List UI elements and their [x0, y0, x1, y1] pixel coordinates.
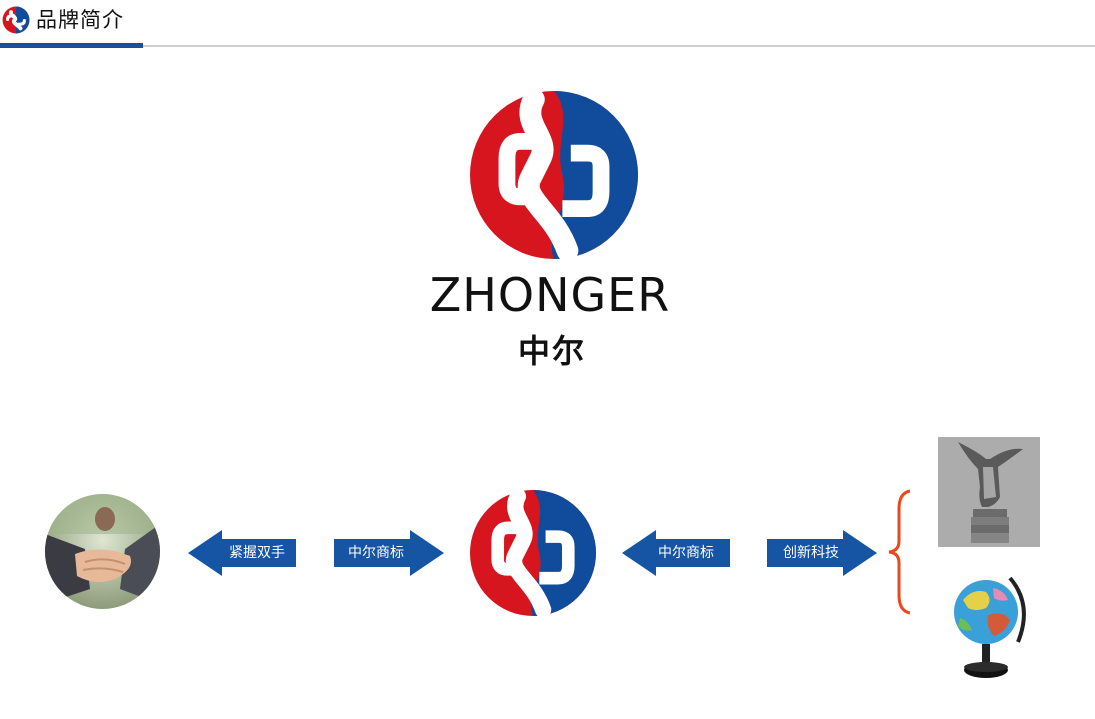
arrow-label-trademark-right: 中尔商标 [658, 545, 714, 561]
arrow-left-trademark [622, 530, 730, 576]
header-divider [0, 45, 1095, 47]
page-title: 品牌简介 [36, 8, 124, 32]
header-bar: 品牌简介 [0, 0, 1095, 48]
brand-name-chinese: 中尔 [517, 332, 586, 370]
globe-image [948, 570, 1033, 685]
arrow-label-trademark-left: 中尔商标 [348, 545, 404, 561]
zhonger-logo-icon [2, 6, 30, 34]
arrow-label-handshake: 紧握双手 [229, 545, 285, 561]
zhonger-center-logo-icon [470, 490, 596, 616]
arrow-label-innovation: 创新科技 [783, 545, 839, 561]
arrow-left-handshake [188, 530, 296, 576]
trophy-statue-image [938, 437, 1040, 547]
arrow-right-innovation [767, 530, 877, 576]
brand-name-english: ZHONGER [429, 268, 671, 322]
handshake-image [45, 494, 160, 609]
arrow-right-trademark [334, 530, 444, 576]
curly-brace [888, 489, 911, 615]
zhonger-main-logo-icon [470, 91, 638, 259]
header-accent-bar [0, 43, 143, 48]
